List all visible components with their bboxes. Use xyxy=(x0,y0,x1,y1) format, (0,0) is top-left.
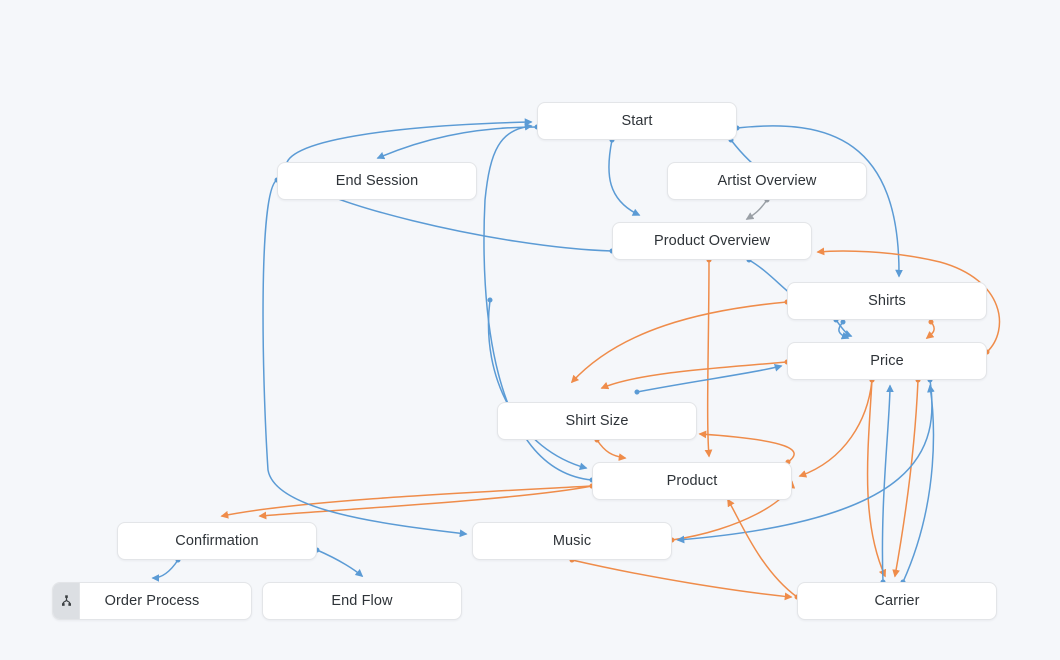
edge-start-to-end-session xyxy=(376,124,540,160)
edge-price-to-carrier xyxy=(866,377,887,578)
node-product-overview[interactable]: Product Overview xyxy=(612,222,812,260)
node-label: Order Process xyxy=(104,593,200,609)
edge-product-to-confirmation xyxy=(220,483,595,519)
node-shirts[interactable]: Shirts xyxy=(787,282,987,320)
node-music[interactable]: Music xyxy=(472,522,672,560)
node-label: End Session xyxy=(335,173,419,189)
edge-shirts-to-price xyxy=(833,317,853,338)
edge-carrier-to-price xyxy=(900,384,935,585)
edge-music-to-carrier xyxy=(569,557,793,601)
node-label: Confirmation xyxy=(175,533,259,549)
edge-shirt-size-to-product xyxy=(487,297,588,471)
node-label: Carrier xyxy=(874,593,920,609)
node-order-process[interactable]: Order Process xyxy=(52,582,252,620)
edge-music-to-price xyxy=(676,377,933,544)
node-label: End Flow xyxy=(331,593,393,609)
edge-product-overview-to-product xyxy=(704,257,713,458)
edge-confirmation-to-end-flow xyxy=(314,547,364,578)
node-shirt-size[interactable]: Shirt Size xyxy=(497,402,697,440)
node-label: Start xyxy=(621,113,653,129)
edge-shirt-size-to-product xyxy=(594,437,627,461)
node-product[interactable]: Product xyxy=(592,462,792,500)
edge-end-session-to-music xyxy=(262,177,468,538)
edge-confirmation-to-order-process xyxy=(151,557,181,582)
branch-icon xyxy=(53,583,80,619)
node-end-session[interactable]: End Session xyxy=(277,162,477,200)
node-artist-overview[interactable]: Artist Overview xyxy=(667,162,867,200)
edge-price-to-carrier xyxy=(892,377,921,578)
edge-product-to-music xyxy=(258,483,595,520)
edge-start-to-product-overview xyxy=(608,137,641,216)
node-label: Product xyxy=(666,473,718,489)
node-confirmation[interactable]: Confirmation xyxy=(117,522,317,560)
node-start[interactable]: Start xyxy=(537,102,737,140)
edge-carrier-to-product xyxy=(727,498,800,600)
node-label: Shirt Size xyxy=(565,413,629,429)
edge-price-to-product xyxy=(798,377,875,478)
edge-shirts-to-price xyxy=(925,319,935,339)
edge-shirts-to-shirt-size xyxy=(570,299,790,384)
node-carrier[interactable]: Carrier xyxy=(797,582,997,620)
node-label: Artist Overview xyxy=(717,173,817,189)
node-label: Price xyxy=(870,353,904,369)
edge-artist-overview-to-product-overview xyxy=(745,197,770,220)
node-price[interactable]: Price xyxy=(787,342,987,380)
node-label: Music xyxy=(552,533,592,549)
node-label: Shirts xyxy=(868,293,906,309)
edge-shirts-to-price xyxy=(838,319,850,340)
edge-carrier-to-price xyxy=(880,384,894,585)
node-end-flow[interactable]: End Flow xyxy=(262,582,462,620)
edge-product-to-shirt-size xyxy=(698,430,795,465)
node-label: Product Overview xyxy=(653,233,771,249)
edge-price-to-shirt-size xyxy=(600,359,790,390)
edge-shirt-size-to-price xyxy=(634,363,783,395)
